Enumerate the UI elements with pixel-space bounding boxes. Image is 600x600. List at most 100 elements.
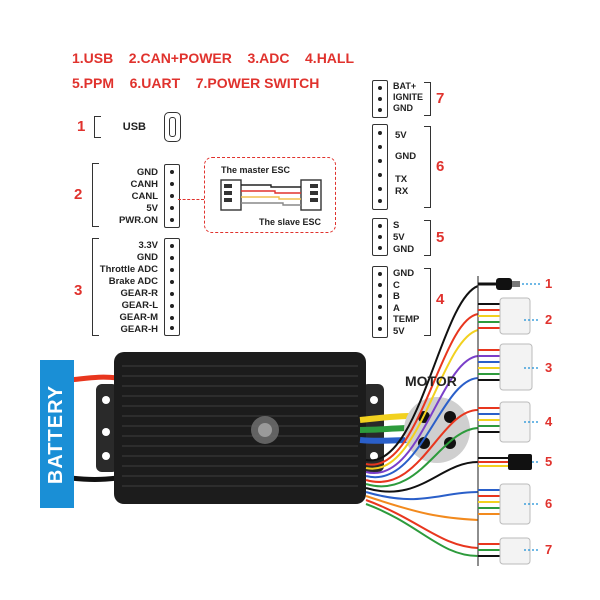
- ppm-pin-label: GND: [393, 244, 415, 255]
- pin: [170, 218, 174, 222]
- adc-pin-label: GEAR-R: [120, 288, 158, 299]
- adc-bracket: [92, 238, 99, 336]
- pin: [378, 131, 382, 135]
- motor-phase-wire-yellow: [359, 413, 411, 423]
- hall-pin-label: GND: [393, 268, 415, 279]
- pin: [170, 326, 174, 330]
- pin: [378, 305, 382, 309]
- adc-pin-label: Throttle ADC: [99, 264, 158, 275]
- pin: [170, 304, 174, 308]
- cable-uart-plug: [478, 483, 531, 525]
- adc-pin-label: GEAR-L: [121, 300, 158, 311]
- mount-hole: [370, 396, 378, 404]
- legend-hall: 4.HALL: [305, 50, 355, 66]
- pin: [378, 294, 382, 298]
- can-pin-label: GND: [136, 167, 158, 178]
- hall-pin-label: C: [393, 279, 400, 291]
- usb-bracket: [94, 116, 101, 138]
- cable-number: 3: [545, 360, 553, 375]
- pin: [170, 316, 174, 320]
- power-bracket: [424, 82, 431, 116]
- adc-pin-label: GEAR-H: [120, 324, 158, 335]
- ppm-connector: [372, 218, 388, 256]
- hall-pin-label: TEMP: [393, 314, 420, 325]
- pin: [170, 170, 174, 174]
- hall-bracket: [424, 268, 431, 336]
- hall-pin-label: B: [393, 291, 400, 302]
- adc-pin-label: GND: [136, 252, 158, 263]
- uart-pin-label: 5V: [395, 130, 407, 141]
- legend-uart: 6.UART: [129, 75, 181, 91]
- legend-row-2: 5.PPM 6.UART 7.POWER SWITCH: [72, 75, 319, 91]
- hall-number: 4: [436, 291, 445, 308]
- cable-ppm-plug: [478, 454, 532, 470]
- usb-label: USB: [122, 121, 146, 133]
- uart-number: 6: [436, 158, 445, 175]
- hall-labels: GND C B A TEMP 5V: [393, 268, 419, 337]
- left-mount-tab: [96, 384, 118, 472]
- pin: [378, 272, 382, 276]
- pin: [378, 224, 382, 228]
- hall-pin-label: 5V: [393, 325, 405, 337]
- motor-phase-wire-green: [359, 425, 411, 433]
- can-number: 2: [74, 186, 83, 203]
- mount-hole: [102, 452, 110, 460]
- mount-hole: [370, 452, 378, 460]
- legend-row-1: 1.USB 2.CAN+POWER 3.ADC 4.HALL: [72, 50, 354, 66]
- pin: [378, 97, 382, 101]
- status-led-lens: [258, 423, 272, 437]
- battery-negative-wire: [69, 475, 119, 482]
- can-pin-label: CANL: [131, 191, 158, 202]
- power-pin-label: IGNITE: [393, 92, 424, 102]
- battery-label-wrap: BATTERY: [40, 360, 74, 508]
- motor-label: MOTOR: [405, 373, 457, 389]
- cable-number: 5: [545, 454, 553, 469]
- cable-number: 7: [545, 542, 553, 557]
- battery-positive-wire: [69, 374, 119, 383]
- hall-connector: [372, 266, 388, 338]
- slave-esc-label: The slave ESC: [259, 217, 322, 227]
- callout-lines: [522, 283, 540, 551]
- pin: [170, 206, 174, 210]
- pin: [378, 246, 382, 250]
- power-pin-label: BAT+: [393, 81, 417, 91]
- usb-port: [164, 112, 181, 142]
- can-pin-label: 5V: [146, 203, 158, 214]
- uart-connector: [372, 124, 388, 210]
- pin: [170, 244, 174, 248]
- esc-dashed-box: The master ESC The slave ESC: [204, 157, 336, 233]
- pin: [378, 327, 382, 331]
- master-esc-label: The master ESC: [221, 165, 291, 175]
- pin: [378, 86, 382, 90]
- usb-c-slot: [169, 117, 176, 137]
- uart-bracket: [424, 126, 431, 208]
- mount-hole: [102, 396, 110, 404]
- battery-label: BATTERY: [45, 384, 68, 484]
- cable-number: 4: [545, 414, 553, 429]
- usb-number: 1: [77, 118, 86, 135]
- can-labels: GND CANH CANL 5V PWR.ON: [100, 167, 158, 227]
- pin: [378, 145, 382, 149]
- esc-link-line: [178, 199, 204, 200]
- can-bracket: [92, 163, 99, 227]
- cable-number: 6: [545, 496, 553, 511]
- heatsink-fins: [122, 365, 358, 487]
- mount-hole: [102, 428, 110, 436]
- esc-cable-svg: [220, 179, 322, 211]
- pin: [170, 194, 174, 198]
- ppm-number: 5: [436, 229, 445, 246]
- can-pin-label: PWR.ON: [118, 215, 158, 226]
- pin: [378, 199, 382, 203]
- adc-pin-label: Brake ADC: [108, 276, 158, 287]
- pin: [378, 159, 382, 163]
- legend-usb: 1.USB: [72, 50, 114, 66]
- cable-usb-plug: [478, 278, 520, 290]
- cable-number: 2: [545, 312, 553, 327]
- ppm-pin-label: S: [393, 220, 400, 231]
- controller-case: [114, 352, 366, 504]
- can-pin-label: CANH: [130, 179, 158, 190]
- motor-phase-wire-blue: [359, 437, 411, 444]
- ppm-pin-label: 5V: [393, 232, 405, 243]
- hall-pin-label: A: [393, 302, 400, 314]
